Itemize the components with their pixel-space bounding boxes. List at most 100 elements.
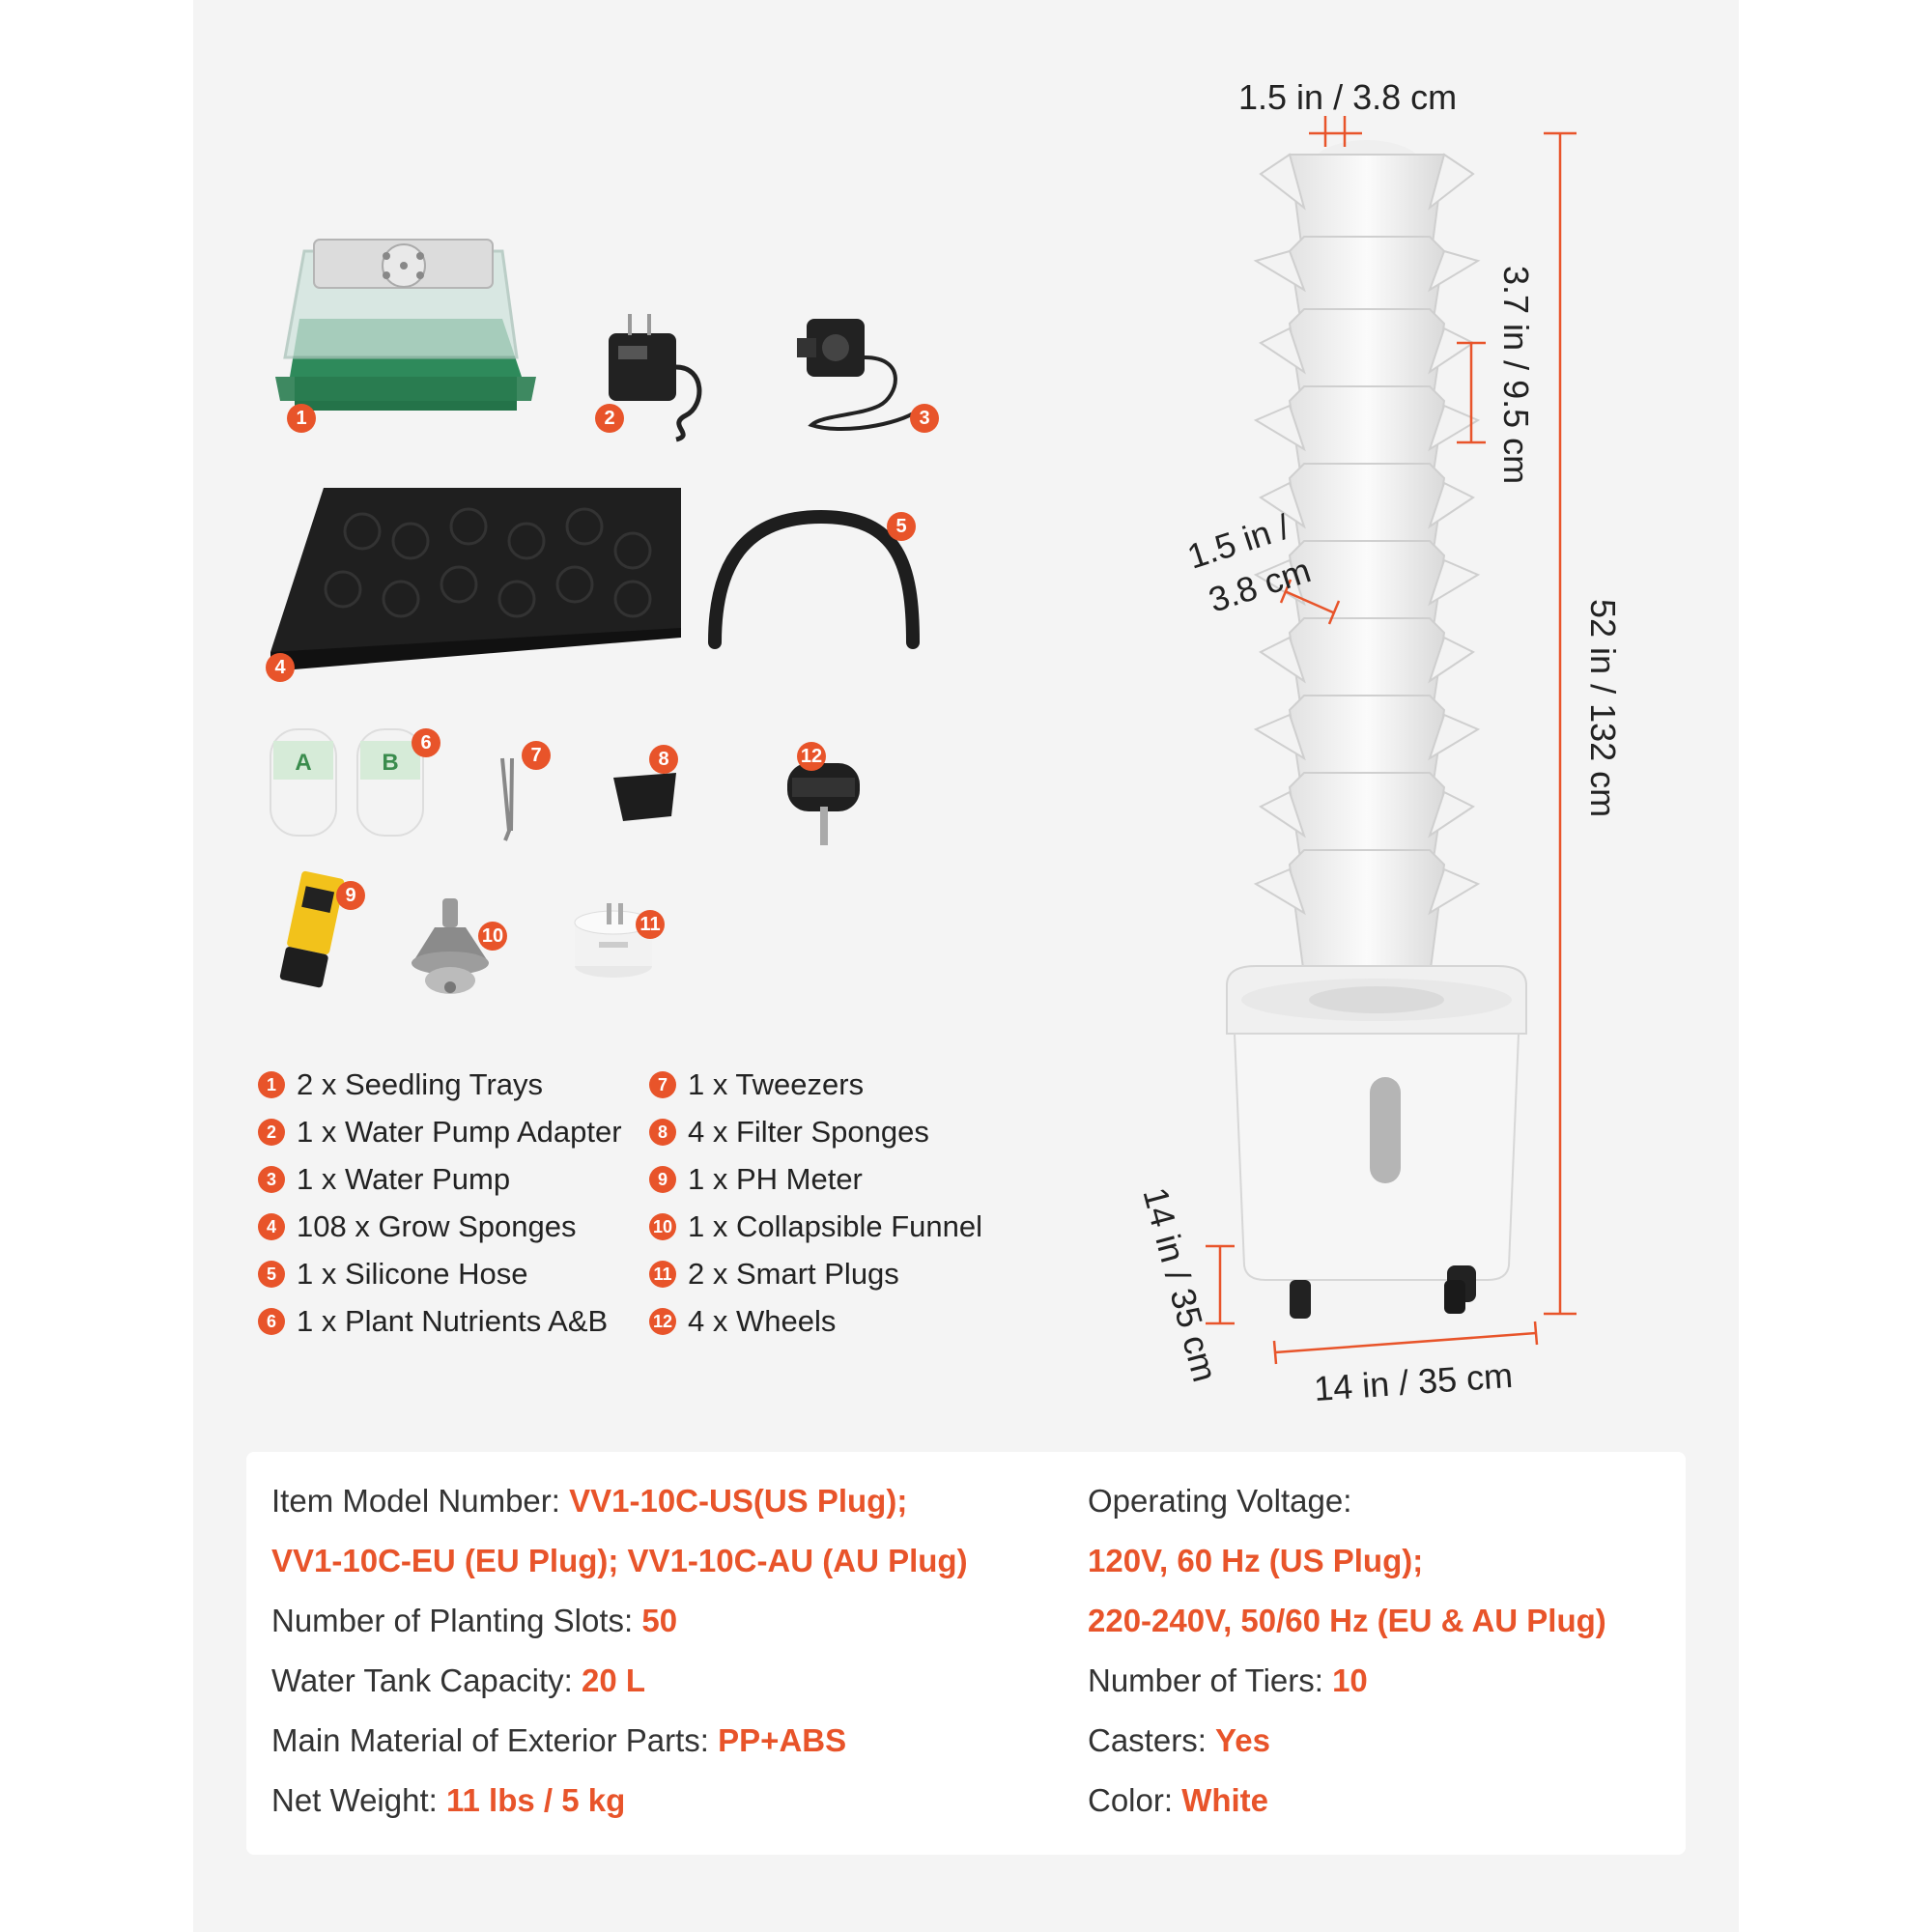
list-label: 1 x Water Pump Adapter — [297, 1115, 622, 1149]
list-label: 2 x Smart Plugs — [688, 1257, 899, 1291]
spec-label: Main Material of Exterior Parts: — [271, 1722, 719, 1758]
grow-sponges-image — [270, 488, 681, 671]
badge-7: 7 — [522, 741, 551, 770]
nutrient-b-label: B — [382, 750, 398, 776]
spec-model: Item Model Number: VV1-10C-US(US Plug); — [271, 1483, 907, 1520]
spec-label: Number of Planting Slots: — [271, 1603, 642, 1638]
list-item: 3 1 x Water Pump — [258, 1162, 510, 1197]
dim-top-width: 1.5 in / 3.8 cm — [1238, 77, 1458, 117]
spec-value: VV1-10C-US(US Plug); — [569, 1483, 908, 1519]
badge-8: 8 — [649, 745, 678, 774]
seedling-tray-image — [275, 239, 536, 411]
badge-1: 1 — [287, 404, 316, 433]
badge-12: 12 — [797, 742, 826, 771]
spec-label: Casters: — [1088, 1722, 1216, 1758]
dim-total-height: 52 in / 132 cm — [1583, 599, 1623, 818]
smart-plug-image — [574, 903, 653, 978]
list-label: 4 x Wheels — [688, 1304, 837, 1338]
wheel-image — [787, 763, 860, 845]
badge-10: 10 — [478, 922, 507, 951]
specs-panel — [246, 1452, 1686, 1855]
list-label: 1 x Collapsible Funnel — [688, 1209, 983, 1243]
badge-11: 11 — [636, 910, 665, 939]
spec-value: White — [1181, 1782, 1269, 1818]
list-item: 1 2 x Seedling Trays — [258, 1067, 543, 1102]
filter-sponges-image — [613, 773, 676, 821]
spec-value: 10 — [1332, 1662, 1368, 1698]
spec-voltage-1: 120V, 60 Hz (US Plug); — [1088, 1543, 1423, 1579]
list-badge: 3 — [258, 1166, 285, 1193]
spec-value: 220-240V, 50/60 Hz (EU & AU Plug) — [1088, 1603, 1606, 1638]
dim-tier-height: 3.7 in / 9.5 cm — [1496, 266, 1536, 485]
spec-tank: Water Tank Capacity: 20 L — [271, 1662, 645, 1699]
badge-5: 5 — [887, 512, 916, 541]
list-badge: 10 — [649, 1213, 676, 1240]
list-badge: 12 — [649, 1308, 676, 1335]
spec-label: Color: — [1088, 1782, 1182, 1818]
spec-slots: Number of Planting Slots: 50 — [271, 1603, 677, 1639]
spec-value: 120V, 60 Hz (US Plug); — [1088, 1543, 1424, 1578]
nutrient-a-label: A — [295, 750, 311, 776]
spec-label: Operating Voltage: — [1088, 1483, 1352, 1519]
list-item: 10 1 x Collapsible Funnel — [649, 1209, 982, 1244]
spec-label: Net Weight: — [271, 1782, 446, 1818]
list-label: 4 x Filter Sponges — [688, 1115, 929, 1149]
list-item: 2 1 x Water Pump Adapter — [258, 1115, 622, 1150]
ph-meter-image — [279, 870, 345, 988]
spec-label: Item Model Number: — [271, 1483, 570, 1519]
tweezers-image — [500, 757, 514, 841]
list-badge: 9 — [649, 1166, 676, 1193]
spec-model-2: VV1-10C-EU (EU Plug); VV1-10C-AU (AU Plu… — [271, 1543, 968, 1579]
spec-material: Main Material of Exterior Parts: PP+ABS — [271, 1722, 846, 1759]
list-item: 11 2 x Smart Plugs — [649, 1257, 899, 1292]
spec-casters: Casters: Yes — [1088, 1722, 1270, 1759]
spec-value: VV1-10C-EU (EU Plug); VV1-10C-AU (AU Plu… — [271, 1543, 968, 1578]
list-label: 1 x PH Meter — [688, 1162, 863, 1196]
spec-weight: Net Weight: 11 lbs / 5 kg — [271, 1782, 625, 1819]
list-item: 8 4 x Filter Sponges — [649, 1115, 929, 1150]
list-item: 12 4 x Wheels — [649, 1304, 836, 1339]
list-badge: 1 — [258, 1071, 285, 1098]
list-item: 4 108 x Grow Sponges — [258, 1209, 577, 1244]
badge-4: 4 — [266, 653, 295, 682]
spec-label: Number of Tiers: — [1088, 1662, 1333, 1698]
spec-value: Yes — [1215, 1722, 1270, 1758]
list-badge: 8 — [649, 1119, 676, 1146]
list-label: 1 x Silicone Hose — [297, 1257, 528, 1291]
spec-voltage: Operating Voltage: — [1088, 1483, 1351, 1520]
spec-label: Water Tank Capacity: — [271, 1662, 582, 1698]
spec-color: Color: White — [1088, 1782, 1268, 1819]
badge-3: 3 — [910, 404, 939, 433]
list-item: 6 1 x Plant Nutrients A&B — [258, 1304, 608, 1339]
list-item: 7 1 x Tweezers — [649, 1067, 864, 1102]
water-pump-image — [797, 319, 920, 432]
spec-value: PP+ABS — [718, 1722, 847, 1758]
tower-garden-image — [1226, 140, 1527, 1319]
list-label: 1 x Plant Nutrients A&B — [297, 1304, 609, 1338]
list-badge: 4 — [258, 1213, 285, 1240]
list-badge: 6 — [258, 1308, 285, 1335]
badge-9: 9 — [336, 881, 365, 910]
spec-value: 50 — [641, 1603, 678, 1638]
silicone-hose-image — [708, 509, 920, 649]
list-label: 1 x Tweezers — [688, 1067, 865, 1101]
spec-value: 20 L — [581, 1662, 646, 1698]
list-label: 2 x Seedling Trays — [297, 1067, 544, 1101]
badge-2: 2 — [595, 404, 624, 433]
list-item: 5 1 x Silicone Hose — [258, 1257, 528, 1292]
list-badge: 5 — [258, 1261, 285, 1288]
nutrients-image: A B — [270, 728, 424, 837]
spec-value: 11 lbs / 5 kg — [445, 1782, 626, 1818]
list-label: 1 x Water Pump — [297, 1162, 511, 1196]
list-badge: 11 — [649, 1261, 676, 1288]
pump-adapter-image — [609, 314, 702, 442]
badge-6: 6 — [412, 728, 440, 757]
list-item: 9 1 x PH Meter — [649, 1162, 863, 1197]
list-badge: 2 — [258, 1119, 285, 1146]
list-label: 108 x Grow Sponges — [297, 1209, 577, 1243]
funnel-image — [412, 898, 489, 994]
spec-tiers: Number of Tiers: 10 — [1088, 1662, 1368, 1699]
list-badge: 7 — [649, 1071, 676, 1098]
spec-voltage-2: 220-240V, 50/60 Hz (EU & AU Plug) — [1088, 1603, 1606, 1639]
